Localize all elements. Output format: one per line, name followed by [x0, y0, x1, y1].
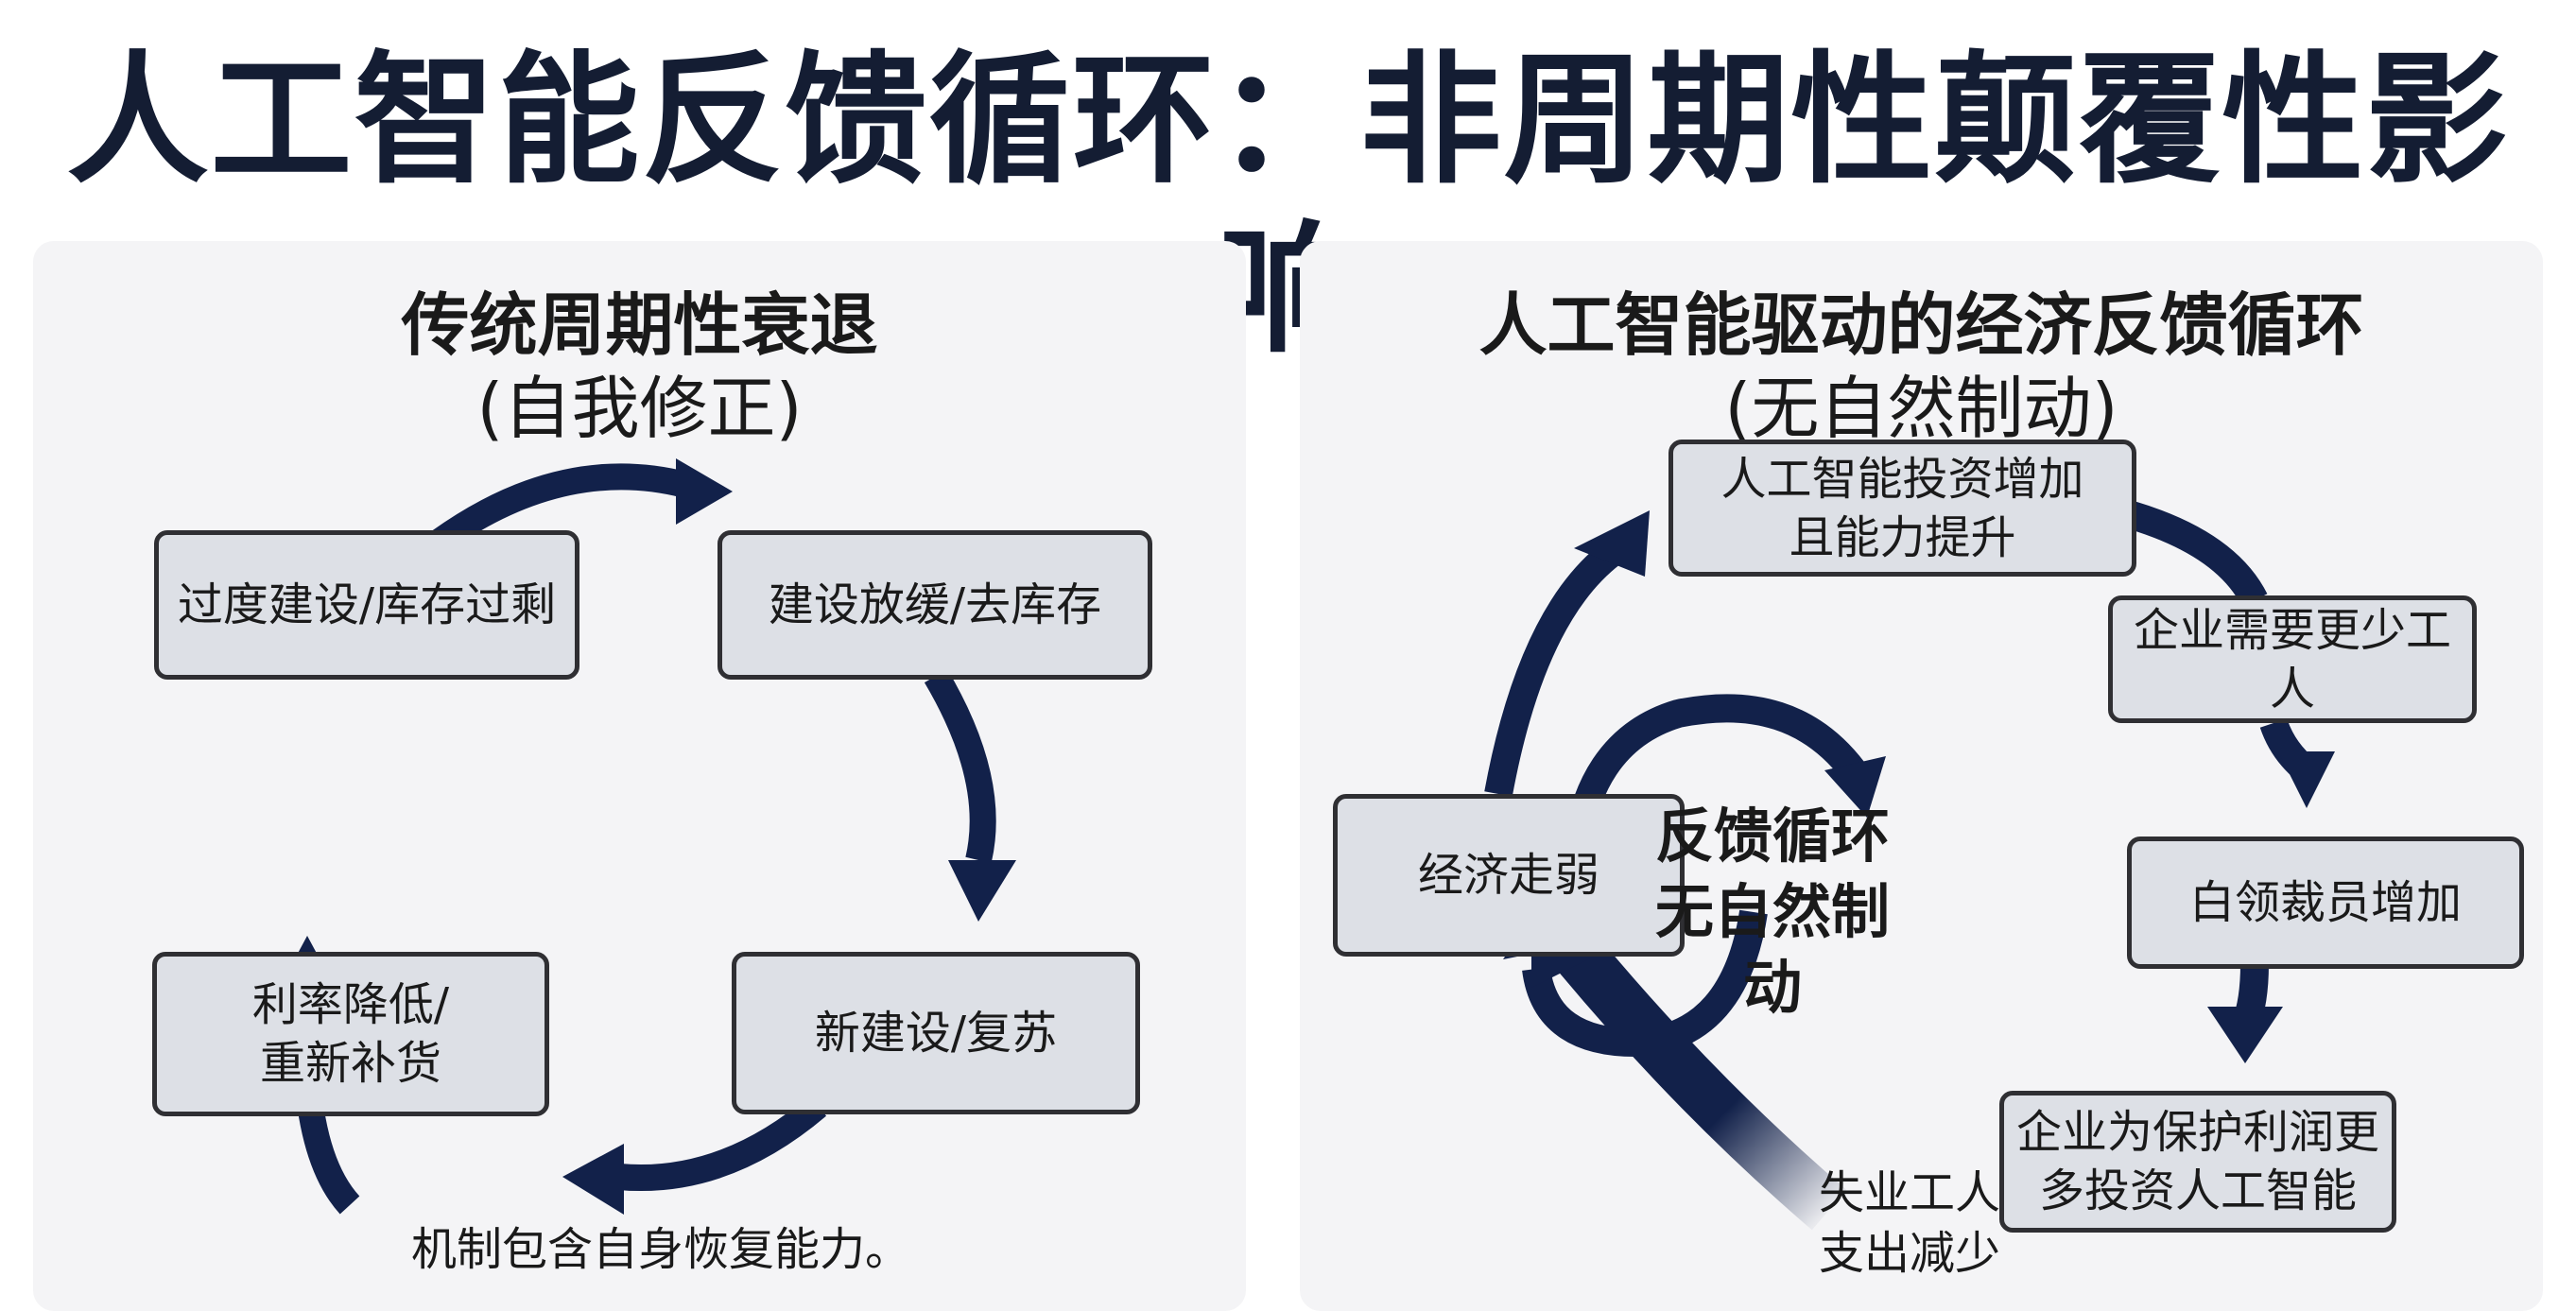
node-layoffs: 白领裁员增加	[2127, 837, 2524, 969]
arrowhead-top	[676, 458, 733, 525]
arrow-top	[431, 463, 689, 553]
node-slowdown: 建设放缓/去库存	[717, 530, 1152, 680]
node-ai-invest: 人工智能投资增加 且能力提升	[1668, 440, 2136, 577]
ai-cycle-arrows	[1484, 501, 2335, 1231]
traditional-cycle-panel: 传统周期性衰退 (自我修正) 过度建设/库存过剩 建设放缓/去库存 新建设/复苏…	[33, 241, 1246, 1311]
arrowhead-econ-to-ai	[1574, 510, 1650, 577]
arrow-unemployed-to-econ	[1558, 938, 1847, 1231]
left-panel-subtitle: (自我修正)	[476, 369, 803, 448]
right-panel-title: 人工智能驱动的经济反馈循环	[1478, 285, 2364, 365]
inner-arrowhead-top	[1824, 756, 1886, 818]
arrowhead-layoffs-to-more-ai	[2207, 1007, 2283, 1063]
ai-feedback-panel: 人工智能驱动的经济反馈循环 (无自然制动)	[1300, 241, 2543, 1311]
center-label-line-2: 无自然制动	[1654, 877, 1890, 1022]
arrowhead-right	[948, 860, 1016, 922]
left-panel-caption: 机制包含自身恢复能力。	[411, 1223, 911, 1276]
traditional-cycle-arrows	[274, 458, 1016, 1215]
right-panel-subtitle: (无自然制动)	[1724, 369, 2118, 448]
arrowhead-bottom	[562, 1144, 624, 1215]
unemployed-spending-text: 失业工人 支出减少	[1818, 1166, 2000, 1280]
node-fewer-workers: 企业需要更少工人	[2108, 595, 2477, 723]
node-more-ai: 企业为保护利润更 多投资人工智能	[1999, 1091, 2396, 1233]
arrowhead-fewer-to-layoffs	[2278, 751, 2335, 808]
left-panel-title: 传统周期性衰退	[401, 285, 878, 365]
node-weak-economy: 经济走弱	[1333, 794, 1685, 957]
arrow-right	[924, 668, 996, 864]
center-label: 反馈循环 无自然制动	[1631, 799, 1914, 1026]
arrow-ai-to-fewer	[2127, 501, 2268, 608]
arrow-econ-to-ai	[1484, 542, 1621, 797]
center-label-line-1: 反馈循环	[1654, 802, 1890, 871]
arrow-bottom	[617, 1095, 827, 1192]
node-rate-cut: 利率降低/ 重新补货	[152, 952, 549, 1116]
node-overbuild: 过度建设/库存过剩	[154, 530, 579, 680]
node-recovery: 新建设/复苏	[732, 952, 1140, 1114]
